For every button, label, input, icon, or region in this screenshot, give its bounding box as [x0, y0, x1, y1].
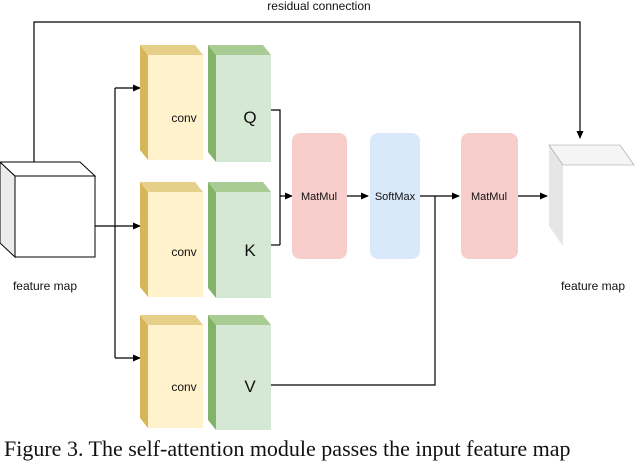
k-label: K: [244, 241, 256, 260]
conv-label-v: conv: [171, 380, 196, 394]
softmax-block: [370, 133, 420, 259]
q-label: Q: [243, 108, 256, 127]
conv-block-k: [140, 182, 203, 297]
matmul-label-1: MatMul: [301, 191, 337, 203]
matmul-block-2: [461, 133, 518, 259]
v-block: [208, 315, 271, 430]
residual-connection-line: [33, 21, 584, 162]
conv-block-q: [140, 45, 203, 160]
v-to-matmul-line: [271, 196, 436, 386]
k-block: [208, 182, 271, 298]
input-feature-map-label: feature map: [13, 279, 77, 293]
softmax-label: SoftMax: [375, 191, 416, 203]
v-label: V: [244, 377, 256, 396]
residual-connection-label: residual connection: [267, 0, 370, 13]
conv-block-v: [140, 315, 203, 428]
q-to-matmul-line: [271, 109, 293, 200]
q-block: [208, 45, 271, 162]
output-feature-map: [548, 144, 635, 246]
conv-label-q: conv: [171, 111, 196, 125]
figure-caption: Figure 3. The self-attention module pass…: [4, 436, 571, 461]
matmul-block-1: [292, 133, 347, 259]
output-feature-map-label: feature map: [561, 279, 625, 293]
matmul-label-2: MatMul: [471, 191, 507, 203]
conv-label-k: conv: [171, 245, 196, 259]
input-feature-map: [0, 161, 97, 259]
